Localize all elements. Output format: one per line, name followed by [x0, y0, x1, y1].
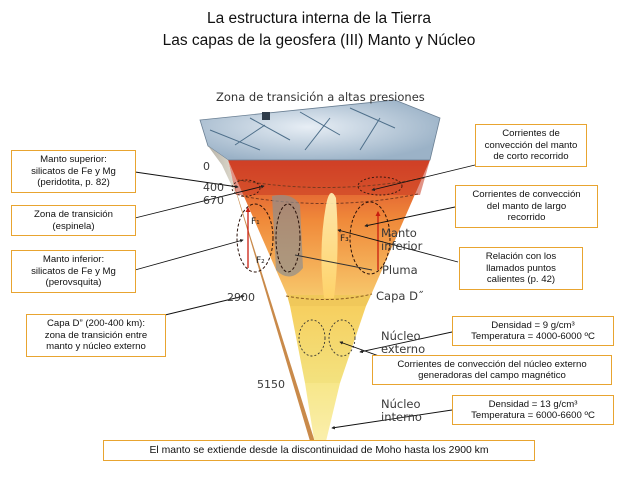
- label-capa-d: Capa D˝: [376, 289, 424, 303]
- cutaway-side: [208, 146, 236, 195]
- title-line-1: La estructura interna de la Tierra: [206, 10, 431, 27]
- depth-5150: 5150: [257, 378, 285, 391]
- box-capa-d-line-1: Capa D” (200-400 km):: [46, 318, 146, 330]
- depth-400: 400: [203, 181, 224, 194]
- label-nucleo-externo-1: Núcleo: [381, 329, 421, 343]
- depth-0: 0: [203, 160, 210, 173]
- footer-note: El manto se extiende desde la discontinu…: [103, 440, 535, 461]
- label-nucleo-interno-2: interno: [381, 410, 422, 424]
- upper-convection-left: [231, 179, 261, 197]
- label-nucleo-externo: Núcleo externo: [381, 330, 425, 356]
- box-manto-inferior-line-1: Manto inferior:: [42, 254, 105, 266]
- subducted-slab: [272, 195, 303, 277]
- label-f1: F₁: [251, 217, 260, 227]
- box-puntos-calientes: Relación con los llamados puntos calient…: [459, 247, 583, 290]
- box-densidad-externo-line-1: Densidad = 9 g/cm³: [491, 319, 575, 331]
- discontinuity-400: [237, 177, 425, 188]
- box-manto-inferior-line-3: (perovsquita): [45, 277, 102, 289]
- box-capa-d-line-3: manto y núcleo externo: [46, 341, 146, 353]
- lower-convection-mid: [275, 203, 301, 273]
- wedge-side-face: [228, 165, 320, 458]
- box-densidad-interno: Densidad = 13 g/cm³ Temperatura = 6000-6…: [452, 395, 614, 425]
- label-manto-inferior-1: Manto: [381, 226, 417, 240]
- lower-convection-left: [236, 203, 274, 273]
- box-corrientes-nucleo-line-2: generadoras del campo magnético: [418, 370, 566, 381]
- box-corrientes-nucleo-line-1: Corrientes de convección del núcleo exte…: [397, 358, 587, 370]
- box-zona-transicion-line-2: (espinela): [52, 220, 95, 232]
- label-f3: F₃: [340, 234, 349, 244]
- depth-2900: 2900: [227, 291, 255, 304]
- box-corrientes-corto: Corrientes de convección del manto de co…: [475, 124, 587, 167]
- label-manto-inferior: Manto inferior: [381, 227, 422, 253]
- box-zona-transicion: Zona de transición (espinela): [11, 205, 136, 236]
- label-pluma: Pluma: [382, 263, 418, 277]
- discontinuity-670: [240, 193, 419, 204]
- box-puntos-calientes-line-3: calientes (p. 42): [486, 274, 556, 286]
- label-nucleo-interno: Núcleo interno: [381, 398, 422, 424]
- upper-mantle-band: [228, 160, 430, 195]
- depth-670: 670: [203, 194, 224, 207]
- box-corrientes-largo: Corrientes de convección del manto de la…: [455, 185, 598, 228]
- box-puntos-calientes-line-2: llamados puntos: [486, 262, 556, 274]
- box-corrientes-corto-line-3: de corto recorrido: [493, 151, 569, 163]
- box-corrientes-corto-line-2: convección del manto: [484, 139, 578, 151]
- box-densidad-interno-line-1: Densidad = 13 g/cm³: [488, 398, 578, 410]
- core-convection-right: [328, 319, 356, 357]
- box-zona-transicion-line-1: Zona de transición: [34, 209, 113, 220]
- box-densidad-interno-line-2: Temperatura = 6000-6600 ºC: [471, 410, 595, 421]
- box-manto-inferior: Manto inferior: silicatos de Fe y Mg (pe…: [11, 250, 136, 293]
- box-corrientes-corto-line-1: Corrientes de: [502, 128, 560, 140]
- box-capa-d: Capa D” (200-400 km): zona de transición…: [26, 314, 166, 357]
- box-manto-superior-line-1: Manto superior:: [40, 154, 107, 166]
- mantle-plume: [321, 192, 338, 298]
- label-nucleo-interno-1: Núcleo: [381, 397, 421, 411]
- box-capa-d-line-2: zona de transición entre: [44, 329, 148, 341]
- box-corrientes-largo-line-1: Corrientes de convección: [472, 189, 581, 201]
- box-corrientes-largo-line-2: del manto de largo: [486, 200, 567, 212]
- core-convection-left: [298, 319, 326, 357]
- box-corrientes-nucleo: Corrientes de convección del núcleo exte…: [372, 355, 612, 385]
- crust-plates: [209, 107, 396, 151]
- label-nucleo-externo-2: externo: [381, 342, 426, 356]
- capa-d-band: [287, 295, 371, 306]
- box-densidad-externo-line-2: Temperatura = 4000-6000 ºC: [471, 331, 595, 342]
- box-puntos-calientes-line-1: Relación con los: [485, 251, 557, 263]
- image-caption: Zona de transición a altas presiones: [216, 90, 425, 104]
- box-manto-superior: Manto superior: silicatos de Fe y Mg (pe…: [11, 150, 136, 193]
- lower-convection-right: [349, 201, 391, 275]
- upper-convection-right: [357, 176, 403, 196]
- box-densidad-externo: Densidad = 9 g/cm³ Temperatura = 4000-60…: [452, 316, 614, 346]
- inner-core-layer: [305, 383, 340, 458]
- outer-core-layer: [290, 306, 366, 383]
- box-manto-superior-line-3: (peridotita, p. 82): [37, 177, 110, 189]
- title-line-2: Las capas de la geosfera (III) Manto y N…: [162, 32, 476, 49]
- label-manto-inferior-2: inferior: [381, 239, 423, 253]
- box-corrientes-largo-line-3: recorrido: [507, 212, 546, 224]
- label-f2: F₂: [256, 256, 265, 266]
- volcano-marker: [262, 112, 270, 120]
- box-manto-superior-line-2: silicatos de Fe y Mg: [31, 165, 116, 177]
- box-manto-inferior-line-2: silicatos de Fe y Mg: [31, 265, 116, 277]
